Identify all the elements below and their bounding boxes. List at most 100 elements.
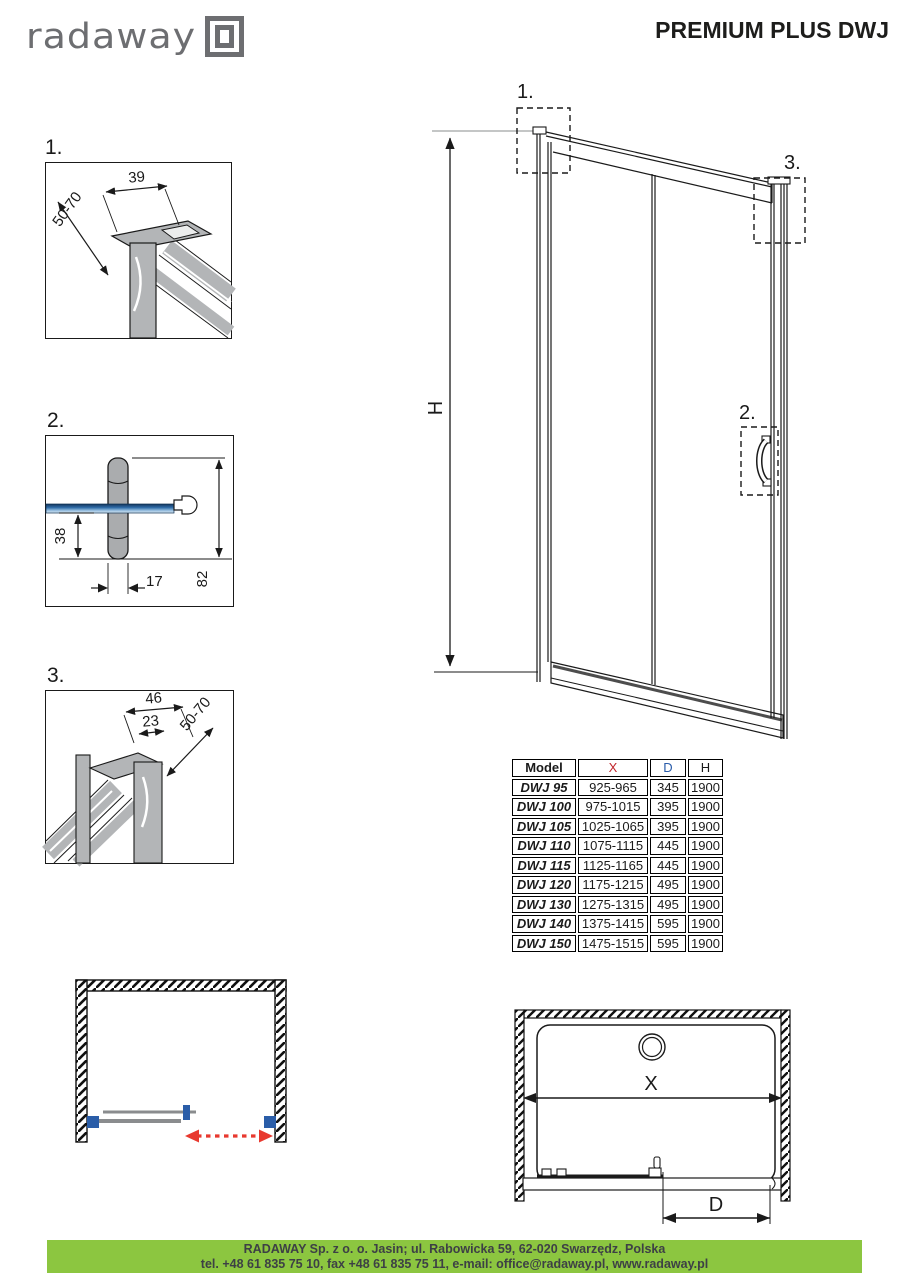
logo-square-icon [205,16,245,57]
plan-dimension-drawing: X D [514,1009,791,1224]
table-cell-model: DWJ 120 [512,876,576,894]
wall-left [514,1009,525,1202]
table-cell-x: 1025-1065 [578,817,648,835]
elevation-dim-height: H [425,401,447,415]
detail3-number: 3. [47,664,65,687]
door-track [522,1156,782,1191]
wall-profile-section [129,242,157,339]
door-handle [756,435,772,487]
detail1-number: 1. [45,136,63,159]
bottom-rail [550,661,784,739]
detail3-dim-outer: 46 [145,689,163,707]
door-profile-section [133,761,163,864]
table-cell-h: 1900 [688,856,723,874]
detail1-drawing: 39 50-70 [49,168,236,339]
drain-icon [638,1033,666,1061]
header-cell-x: X [578,759,648,777]
table-cell-h: 1900 [688,837,723,855]
table-cell-h: 1900 [688,798,723,816]
elevation-marker-2: 2. [739,402,756,424]
wall-mount-right [264,1116,276,1128]
marker-1-callout-box [516,107,571,174]
handle-marker [183,1105,190,1120]
header-cell-h: H [688,759,723,777]
table-cell-x: 1375-1415 [578,915,648,933]
detail3-figure: 46 23 50-70 [42,689,234,867]
detail2-dim-height: 82 [194,571,211,588]
logo-wordmark: radaway [26,15,197,57]
table-cell-d: 495 [650,876,686,894]
detail1-figure: 39 50-70 [45,162,236,339]
wall-right [274,979,287,1143]
table-cell-x: 1275-1315 [578,895,648,913]
wall-right [780,1009,791,1202]
detail2-drawing: 38 17 82 [45,457,232,594]
radaway-logo: radaway [26,14,245,58]
table-cell-model: DWJ 115 [512,856,576,874]
elevation-drawing: H 1. 3. 2. [425,81,806,739]
table-cell-model: DWJ 130 [512,895,576,913]
marker-3-callout-box [753,177,806,244]
size-table: Model X D H DWJ 95 925-965 345 1900 DWJ … [512,759,723,952]
glass-section [45,503,175,514]
detail3-drawing: 46 23 50-70 [42,689,215,867]
wall-top [75,979,287,992]
detail3-dim-range: 50-70 [177,694,215,734]
table-cell-d: 495 [650,895,686,913]
table-cell-d: 595 [650,934,686,952]
table-cell-d: 445 [650,837,686,855]
marker-2-callout-box [740,426,779,496]
table-cell-d: 395 [650,817,686,835]
detail2-figure: 38 17 82 [45,435,234,607]
table-cell-model: DWJ 150 [512,934,576,952]
plan-dim-d-label: D [709,1194,723,1216]
detail2-number: 2. [47,409,65,432]
table-cell-h: 1900 [688,778,723,796]
table-cell-h: 1900 [688,876,723,894]
table-cell-model: DWJ 140 [512,915,576,933]
wall-mount-left [87,1116,99,1128]
detail1-dim-width: 39 [128,168,146,186]
table-cell-x: 925-965 [578,778,648,796]
plan-schematic-drawing [75,979,287,1143]
detail2-dim-offset: 38 [52,528,69,545]
detail2-dim-width: 17 [146,573,163,590]
header-cell-d: D [650,759,686,777]
detail1-dim-range: 50-70 [49,189,85,230]
header-cell-model: Model [512,759,576,777]
dim-d: D [662,1172,771,1224]
table-cell-x: 1075-1115 [578,837,648,855]
wall-top [523,1009,782,1019]
page-title: PREMIUM PLUS DWJ [655,17,889,43]
table-cell-x: 1175-1215 [578,876,648,894]
top-rail-section [110,220,213,250]
table-cell-h: 1900 [688,895,723,913]
slide-direction-arrow [185,1129,273,1143]
footer-address: RADAWAY Sp. z o. o. Jasin; ul. Rabowicka… [243,1242,666,1256]
table-cell-x: 1125-1165 [578,856,648,874]
door-knob [653,1156,661,1169]
table-cell-d: 345 [650,778,686,796]
elevation-marker-1: 1. [517,81,534,103]
table-cell-h: 1900 [688,817,723,835]
footer-bar: RADAWAY Sp. z o. o. Jasin; ul. Rabowicka… [47,1240,862,1273]
logo-square-inner-icon [215,25,235,48]
table-cell-model: DWJ 110 [512,837,576,855]
table-cell-d: 595 [650,915,686,933]
table-cell-h: 1900 [688,934,723,952]
wall-profile-section [75,754,91,864]
glass-end-bracket [173,495,198,515]
elevation-marker-3: 3. [784,152,801,174]
wall-left [75,979,88,1143]
detail3-dim-inner: 23 [142,712,160,730]
footer-contact: tel. +48 61 835 75 10, fax +48 61 835 75… [200,1257,709,1271]
table-cell-d: 445 [650,856,686,874]
table-cell-model: DWJ 95 [512,778,576,796]
table-cell-model: DWJ 100 [512,798,576,816]
dim-x: X [523,1073,782,1103]
plan-dim-x-label: X [644,1073,657,1095]
table-cell-h: 1900 [688,915,723,933]
table-cell-x: 1475-1515 [578,934,648,952]
table-cell-x: 975-1015 [578,798,648,816]
